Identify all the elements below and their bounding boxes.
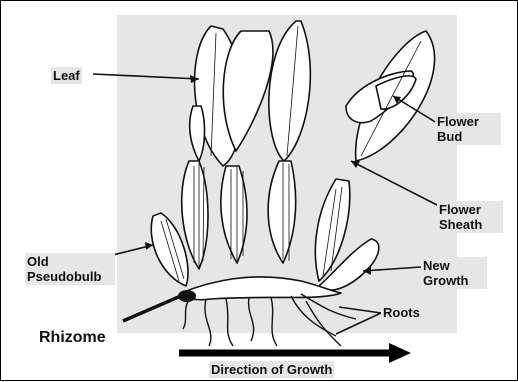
root-line — [271, 297, 277, 346]
new-growth-label: New Growth — [421, 257, 487, 289]
root-line — [205, 299, 211, 346]
leaf-shape — [223, 31, 273, 151]
leaf-shape — [190, 106, 205, 161]
new-growth-label-line1: New — [423, 258, 450, 273]
direction-arrowhead — [389, 343, 411, 363]
leaf-shape — [269, 21, 311, 161]
root-line — [226, 299, 233, 346]
roots-pointer — [339, 307, 381, 313]
pseudobulb-shape — [268, 161, 296, 263]
leaf-label: Leaf — [51, 67, 82, 84]
root-line — [249, 297, 254, 341]
rhizome-shape — [181, 277, 341, 300]
flower-sheath-label-line1: Flower — [439, 202, 481, 217]
flower-sheath-label: Flower Sheath — [437, 201, 503, 233]
flower-bud-label-line2: Bud — [437, 129, 462, 144]
direction-of-growth-label: Direction of Growth — [209, 361, 334, 378]
leaf-pointer — [93, 74, 199, 79]
new-growth-pointer — [363, 267, 421, 271]
flower-sheath-label-line2: Sheath — [439, 217, 482, 232]
flower-sheath-pointer — [351, 161, 439, 206]
roots-pointer — [336, 313, 381, 334]
rhizome-pointer — [123, 295, 183, 321]
flower-bud-label: Flower Bud — [435, 113, 501, 145]
roots-label: Roots — [381, 304, 422, 321]
new-growth-label-line2: Growth — [423, 273, 469, 288]
old-pseudobulb-label: Old Pseudobulb — [25, 253, 115, 285]
old-pseudobulb-label-line2: Pseudobulb — [27, 269, 101, 284]
old-pseudobulb-label-line1: Old — [27, 254, 49, 269]
flower-bud-label-line1: Flower — [437, 114, 479, 129]
rhizome-label: Rhizome — [37, 328, 108, 348]
